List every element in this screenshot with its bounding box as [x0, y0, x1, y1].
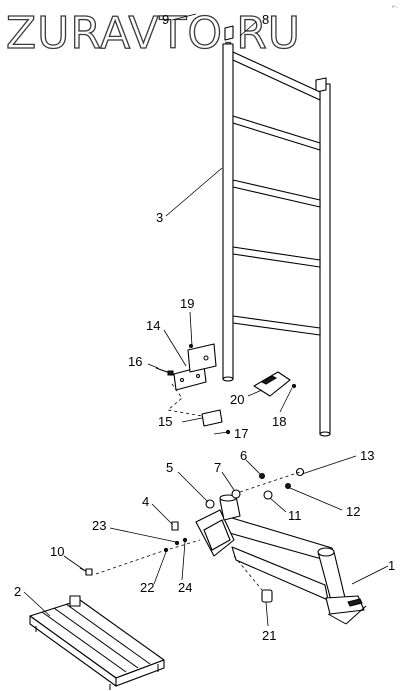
callout-3: 3 [156, 210, 163, 225]
callout-17: 17 [234, 426, 248, 441]
callout-6: 6 [240, 448, 247, 463]
callout-7: 7 [214, 460, 221, 475]
fastener-part-24 [182, 537, 188, 543]
callout-13: 13 [360, 448, 374, 463]
bolt-part-16 [155, 367, 174, 376]
plate-part-15 [201, 409, 223, 427]
fitting-part-21 [261, 589, 273, 603]
leader-lines [23, 13, 389, 627]
callout-11: 11 [288, 508, 302, 523]
callout-21: 21 [262, 628, 276, 643]
nut-part-18 [291, 383, 297, 389]
bolt-part-10 [79, 567, 93, 576]
callout-2: 2 [14, 584, 21, 599]
bracket-plate-part-14 [173, 343, 217, 391]
washer-part-7 [231, 489, 241, 499]
callout-23: 23 [92, 518, 106, 533]
washer-part-11 [263, 490, 273, 500]
callout-12: 12 [346, 504, 360, 519]
callout-15: 15 [158, 414, 172, 429]
ladder-part-3 [222, 25, 331, 437]
callout-labels: 1 2 3 4 5 6 7 8 9 10 11 12 13 14 15 16 1… [14, 12, 395, 643]
bolt-part-4 [171, 521, 179, 531]
callout-4: 4 [142, 494, 149, 509]
callout-1: 1 [388, 558, 395, 573]
nut-part-6 [259, 473, 265, 479]
nut-part-12 [285, 483, 291, 489]
callout-24: 24 [178, 580, 192, 595]
callout-14: 14 [146, 318, 160, 333]
callout-5: 5 [166, 460, 173, 475]
callout-16: 16 [128, 354, 142, 369]
callout-18: 18 [272, 414, 286, 429]
corner-mark: ⌐. [392, 4, 398, 10]
callout-8: 8 [262, 12, 269, 27]
callout-19: 19 [180, 296, 194, 311]
frame-part-1 [195, 494, 367, 625]
callout-9: 9 [162, 12, 169, 27]
step-part-2 [29, 595, 165, 690]
callout-20: 20 [230, 392, 244, 407]
callout-22: 22 [140, 580, 154, 595]
fastener-part-23 [174, 540, 180, 546]
washer-part-13 [295, 467, 305, 477]
callout-10: 10 [50, 544, 64, 559]
handle-part-20 [253, 371, 291, 397]
assembly-lines [95, 383, 301, 591]
watermark-logo: ZURAVTO.RU [6, 8, 301, 59]
